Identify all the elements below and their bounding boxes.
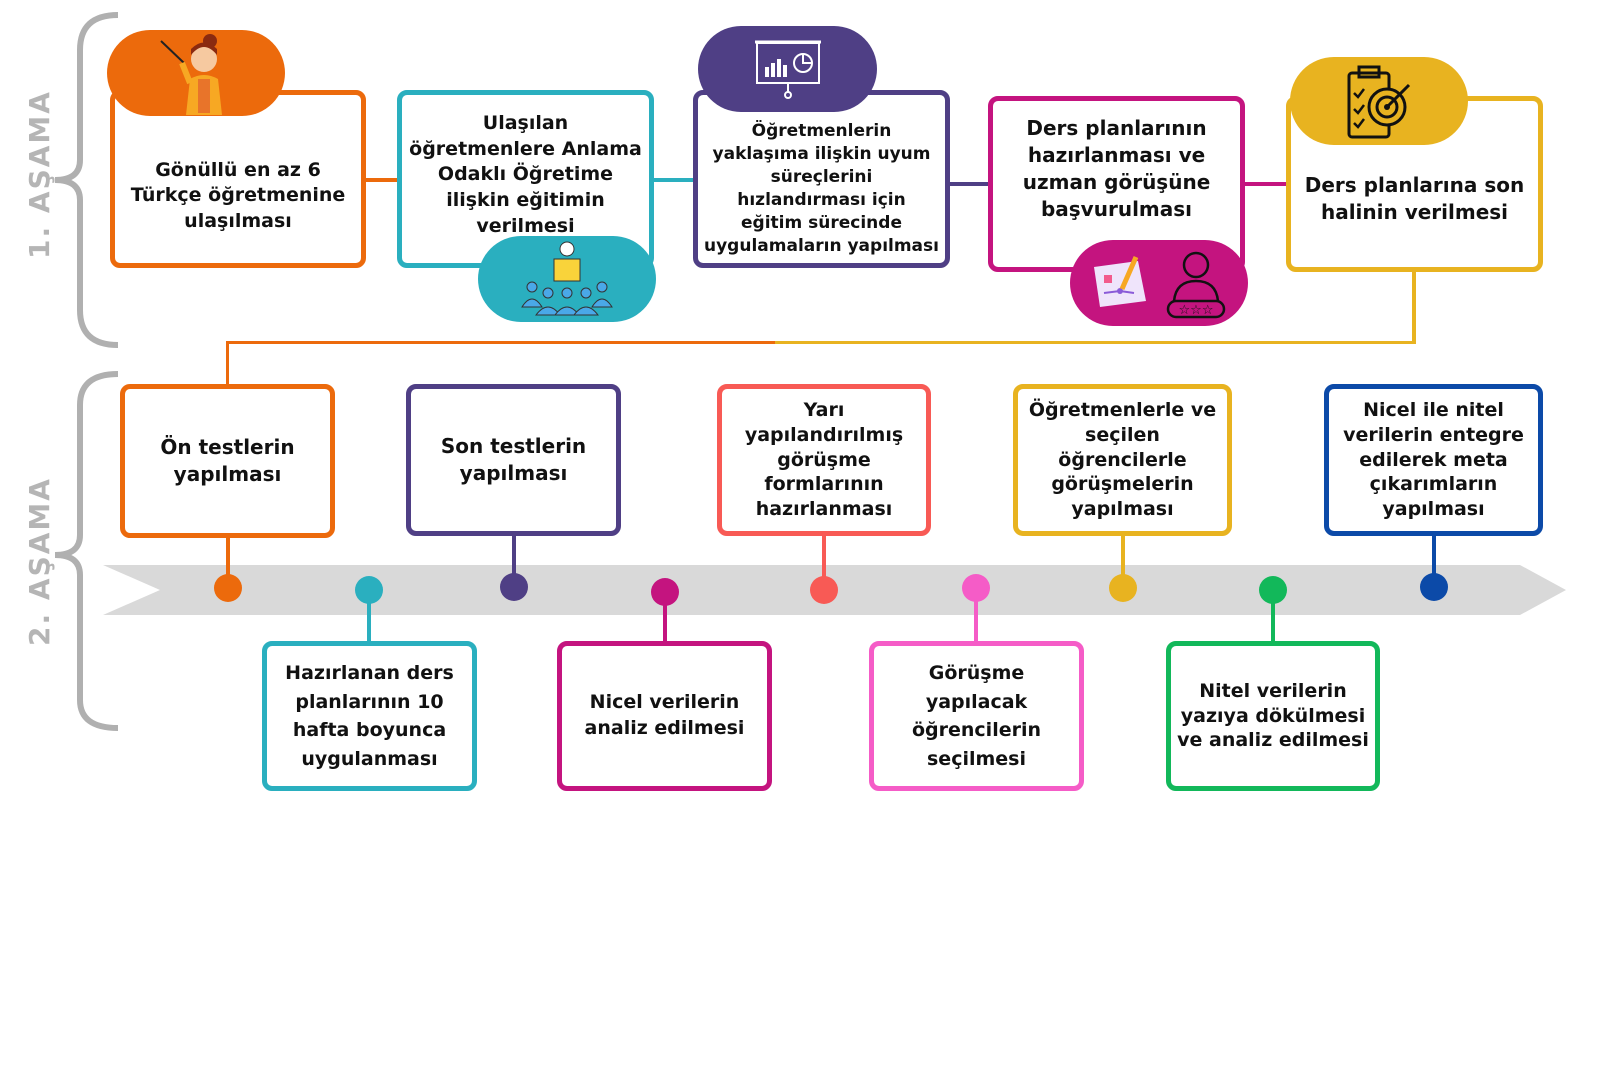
step-text: Nicel verilerin analiz edilmesi bbox=[584, 691, 745, 739]
stage2-step-5: Yarı yapılandırılmış görüşme formlarının… bbox=[717, 384, 931, 536]
stage2-step-4: Nicel verilerin analiz edilmesi bbox=[557, 641, 772, 791]
timeline-dot bbox=[1420, 573, 1448, 601]
stage2-step-1: Ön testlerin yapılması bbox=[120, 384, 335, 538]
stage2-step-2: Hazırlanan ders planlarının 10 hafta boy… bbox=[262, 641, 477, 791]
presentation-chart-icon bbox=[698, 26, 877, 112]
stage2-step-6: Görüşme yapılacak öğrencilerin seçilmesi bbox=[869, 641, 1084, 791]
timeline-dot bbox=[1259, 576, 1287, 604]
classroom-icon bbox=[478, 236, 656, 322]
timeline-dot bbox=[355, 576, 383, 604]
step-text: Ön testlerin yapılması bbox=[160, 435, 295, 486]
step-text: Yarı yapılandırılmış görüşme formlarının… bbox=[744, 399, 904, 521]
svg-text:☆☆☆: ☆☆☆ bbox=[1179, 303, 1214, 318]
checklist-target-icon bbox=[1290, 57, 1468, 145]
timeline-dot bbox=[214, 574, 242, 602]
stage2-step-7: Öğretmenlerle ve seçilen öğrencilerle gö… bbox=[1013, 384, 1232, 536]
timeline-dot bbox=[500, 573, 528, 601]
step-text: Öğretmenlerle ve seçilen öğrencilerle gö… bbox=[1028, 399, 1217, 521]
step-text: Ulaşılan öğretmenlere Anlama Odaklı Öğre… bbox=[409, 112, 642, 237]
step-text: Son testlerin yapılması bbox=[440, 434, 587, 485]
step-text: Hazırlanan ders planlarının 10 hafta boy… bbox=[285, 662, 454, 770]
stage1-step-2: Ulaşılan öğretmenlere Anlama Odaklı Öğre… bbox=[397, 90, 654, 268]
stage2-step-8: Nitel verilerin yazıya dökülmesi ve anal… bbox=[1166, 641, 1380, 791]
stage2-step-3: Son testlerin yapılması bbox=[406, 384, 621, 536]
step-text: Gönüllü en az 6 Türkçe öğretmenine ulaşı… bbox=[130, 158, 346, 232]
timeline-dot bbox=[651, 578, 679, 606]
timeline-dot bbox=[962, 574, 990, 602]
step-text: Öğretmenlerin yaklaşıma ilişkin uyum sür… bbox=[704, 121, 939, 256]
timeline-dot bbox=[1109, 574, 1137, 602]
stage1-step-3: Öğretmenlerin yaklaşıma ilişkin uyum sür… bbox=[693, 90, 950, 268]
stage2-step-9: Nicel ile nitel verilerin entegre ediler… bbox=[1324, 384, 1543, 536]
step-text: Ders planlarının hazırlanması ve uzman g… bbox=[1022, 116, 1211, 221]
step-text: Ders planlarına son halinin verilmesi bbox=[1304, 173, 1525, 224]
step-text: Nitel verilerin yazıya dökülmesi ve anal… bbox=[1177, 679, 1369, 752]
teacher-icon bbox=[107, 30, 285, 116]
stage-1-bracket bbox=[54, 12, 119, 731]
step-text: Nicel ile nitel verilerin entegre ediler… bbox=[1343, 399, 1524, 521]
step-text: Görüşme yapılacak öğrencilerin seçilmesi bbox=[911, 662, 1042, 770]
plan-expert-icon: ☆☆☆ bbox=[1070, 240, 1248, 326]
timeline-dot bbox=[810, 576, 838, 604]
stage1-step-1: Gönüllü en az 6 Türkçe öğretmenine ulaşı… bbox=[110, 90, 366, 268]
